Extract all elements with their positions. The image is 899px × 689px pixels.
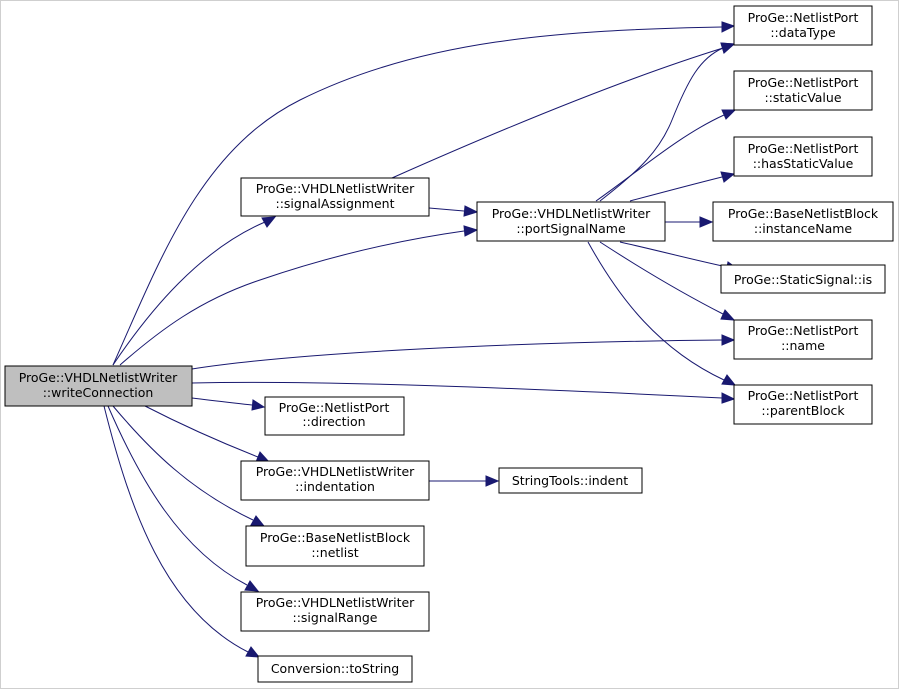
node-staticsignal-is-label: ProGe::StaticSignal::is [734,272,872,287]
node-name-line1: ProGe::NetlistPort [748,323,859,338]
arrow-writeconnection-parentblock [721,392,736,404]
node-indentation[interactable]: ProGe::VHDLNetlistWriter ::indentation [240,460,430,501]
node-parentblock[interactable]: ProGe::NetlistPort ::parentBlock [733,384,873,425]
node-parentblock-line2: ::parentBlock [761,403,845,418]
node-hasstaticvalue-line2: ::hasStaticValue [753,156,854,171]
node-direction-line2: ::direction [302,414,365,429]
node-signalassignment[interactable]: ProGe::VHDLNetlistWriter ::signalAssignm… [240,177,430,217]
edge-writeconnection-indentation [144,405,259,458]
arrow-portsignalname-instancename [699,216,714,228]
node-signalrange-line1: ProGe::VHDLNetlistWriter [256,595,415,610]
node-tostring[interactable]: Conversion::toString [257,655,413,683]
node-hasstaticvalue[interactable]: ProGe::NetlistPort ::hasStaticValue [733,136,873,177]
arrow-writeconnection-tostring [245,646,261,658]
node-instancename-line2: ::instanceName [754,221,853,236]
edge-portsignalname-name [599,241,724,315]
arrow-portsignalname-parentblock [721,374,737,386]
node-writeconnection-line1: ProGe::VHDLNetlistWriter [19,370,178,385]
node-signalrange[interactable]: ProGe::VHDLNetlistWriter ::signalRange [240,591,430,632]
node-staticvalue[interactable]: ProGe::NetlistPort ::staticValue [733,70,873,111]
node-name-line2: ::name [781,338,825,353]
node-datatype-line2: ::dataType [770,25,836,40]
node-portsignalname[interactable]: ProGe::VHDLNetlistWriter ::portSignalNam… [476,201,666,242]
node-staticsignal-is[interactable]: ProGe::StaticSignal::is [720,264,886,294]
node-name[interactable]: ProGe::NetlistPort ::name [733,319,873,360]
node-hasstaticvalue-line1: ProGe::NetlistPort [748,141,859,156]
node-netlist-line1: ProGe::BaseNetlistBlock [260,530,411,545]
edge-signalassignment-datatype [391,47,724,179]
edge-writeconnection-datatype [112,26,723,366]
node-stringtools-indent[interactable]: StringTools::indent [498,467,643,494]
edge-writeconnection-name [191,339,723,370]
edge-portsignalname-parentblock [587,241,725,381]
arrow-writeconnection-datatype [721,21,736,33]
node-netlist-line2: ::netlist [311,545,358,560]
node-indentation-line1: ProGe::VHDLNetlistWriter [256,464,415,479]
node-netlist[interactable]: ProGe::BaseNetlistBlock ::netlist [245,525,425,567]
arrow-portsignalname-staticvalue [721,109,737,120]
nodes-layer: ProGe::VHDLNetlistWriter ::writeConnecti… [4,5,894,683]
arrow-portsignalname-datatype [720,42,736,54]
node-signalrange-line2: ::signalRange [292,610,377,625]
arrow-writeconnection-netlist [250,515,266,527]
edge-writeconnection-tostring [103,405,249,653]
edge-portsignalname-staticsignalis [619,241,728,268]
edge-writeconnection-netlist [112,405,254,521]
node-portsignalname-line1: ProGe::VHDLNetlistWriter [492,206,651,221]
node-datatype-line1: ProGe::NetlistPort [748,10,859,25]
arrow-signalassignment-portsignalname [463,205,479,217]
node-signalassignment-line2: ::signalAssignment [276,196,395,211]
arrow-indentation-stringindent [485,475,500,487]
node-parentblock-line1: ProGe::NetlistPort [748,388,859,403]
arrow-portsignalname-hasstaticvalue [720,171,736,183]
node-writeconnection-line2: ::writeConnection [43,385,154,400]
edge-writeconnection-portsignalname [119,230,465,366]
arrow-portsignalname-name [720,309,736,321]
node-tostring-label: Conversion::toString [271,661,399,676]
edge-writeconnection-parentblock [191,381,723,399]
arrow-writeconnection-portsignalname [463,225,479,237]
arrow-writeconnection-signalassignment [261,216,277,228]
node-staticvalue-line2: ::staticValue [764,90,841,105]
arrow-writeconnection-signalrange [244,580,260,592]
edge-writeconnection-direction [191,397,253,406]
node-stringtools-indent-label: StringTools::indent [512,473,628,488]
edge-writeconnection-signalassignment [112,221,266,366]
node-direction[interactable]: ProGe::NetlistPort ::direction [264,396,405,436]
arrow-writeconnection-direction [251,399,266,411]
arrow-writeconnection-name [721,334,736,346]
edge-portsignalname-staticvalue [595,114,725,202]
edge-portsignalname-hasstaticvalue [629,176,723,202]
node-indentation-line2: ::indentation [295,479,375,494]
node-datatype[interactable]: ProGe::NetlistPort ::dataType [733,5,873,46]
node-instancename[interactable]: ProGe::BaseNetlistBlock ::instanceName [712,201,894,242]
node-portsignalname-line2: ::portSignalName [516,221,626,236]
node-signalassignment-line1: ProGe::VHDLNetlistWriter [256,181,415,196]
edge-signalassignment-portsignalname [428,207,465,212]
node-direction-line1: ProGe::NetlistPort [279,400,390,415]
edge-writeconnection-signalrange [107,405,248,586]
node-staticvalue-line1: ProGe::NetlistPort [748,75,859,90]
node-writeconnection[interactable]: ProGe::VHDLNetlistWriter ::writeConnecti… [4,365,193,407]
node-instancename-line1: ProGe::BaseNetlistBlock [728,206,879,221]
